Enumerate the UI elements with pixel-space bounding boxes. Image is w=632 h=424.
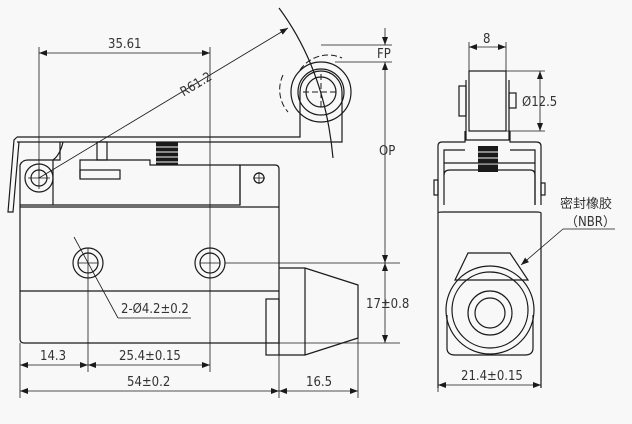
seal-material-label: （NBR）	[565, 215, 616, 230]
side-view: R61.2 35.61 FP OP 17±0.8 2-Ø4.2±0.2	[7, 7, 409, 398]
swing-arc	[278, 7, 334, 159]
dim-14-3: 14.3	[40, 349, 66, 364]
dim-holes: 2-Ø4.2±0.2	[121, 302, 189, 317]
dim-8: 8	[483, 32, 490, 47]
dim-op: OP	[379, 144, 395, 159]
radius-line	[38, 27, 289, 179]
seal-cap	[454, 252, 530, 281]
radius-label: R61.2	[178, 70, 215, 100]
switch-body	[19, 164, 280, 344]
seal-outer	[445, 265, 535, 355]
seal-label: 密封橡胶	[560, 196, 612, 212]
lever-arm	[17, 112, 343, 143]
dim-35-61: 35.61	[108, 37, 141, 52]
roller	[279, 54, 352, 123]
front-view: 8 Ø12.5 21.4±0.15 密封橡胶 （NBR）	[433, 32, 616, 392]
dim-16-5: 16.5	[306, 375, 332, 390]
dim-21-4: 21.4±0.15	[461, 369, 523, 384]
roller-front	[468, 70, 507, 132]
plunger	[279, 267, 359, 356]
front-body	[437, 205, 542, 388]
spring	[478, 146, 498, 172]
spring	[156, 142, 178, 165]
dim-fp: FP	[377, 47, 391, 62]
dim-17: 17±0.8	[366, 297, 409, 312]
dim-12-5: Ø12.5	[522, 95, 557, 110]
dim-54: 54±0.2	[127, 375, 170, 390]
dim-25-4: 25.4±0.15	[119, 349, 181, 364]
